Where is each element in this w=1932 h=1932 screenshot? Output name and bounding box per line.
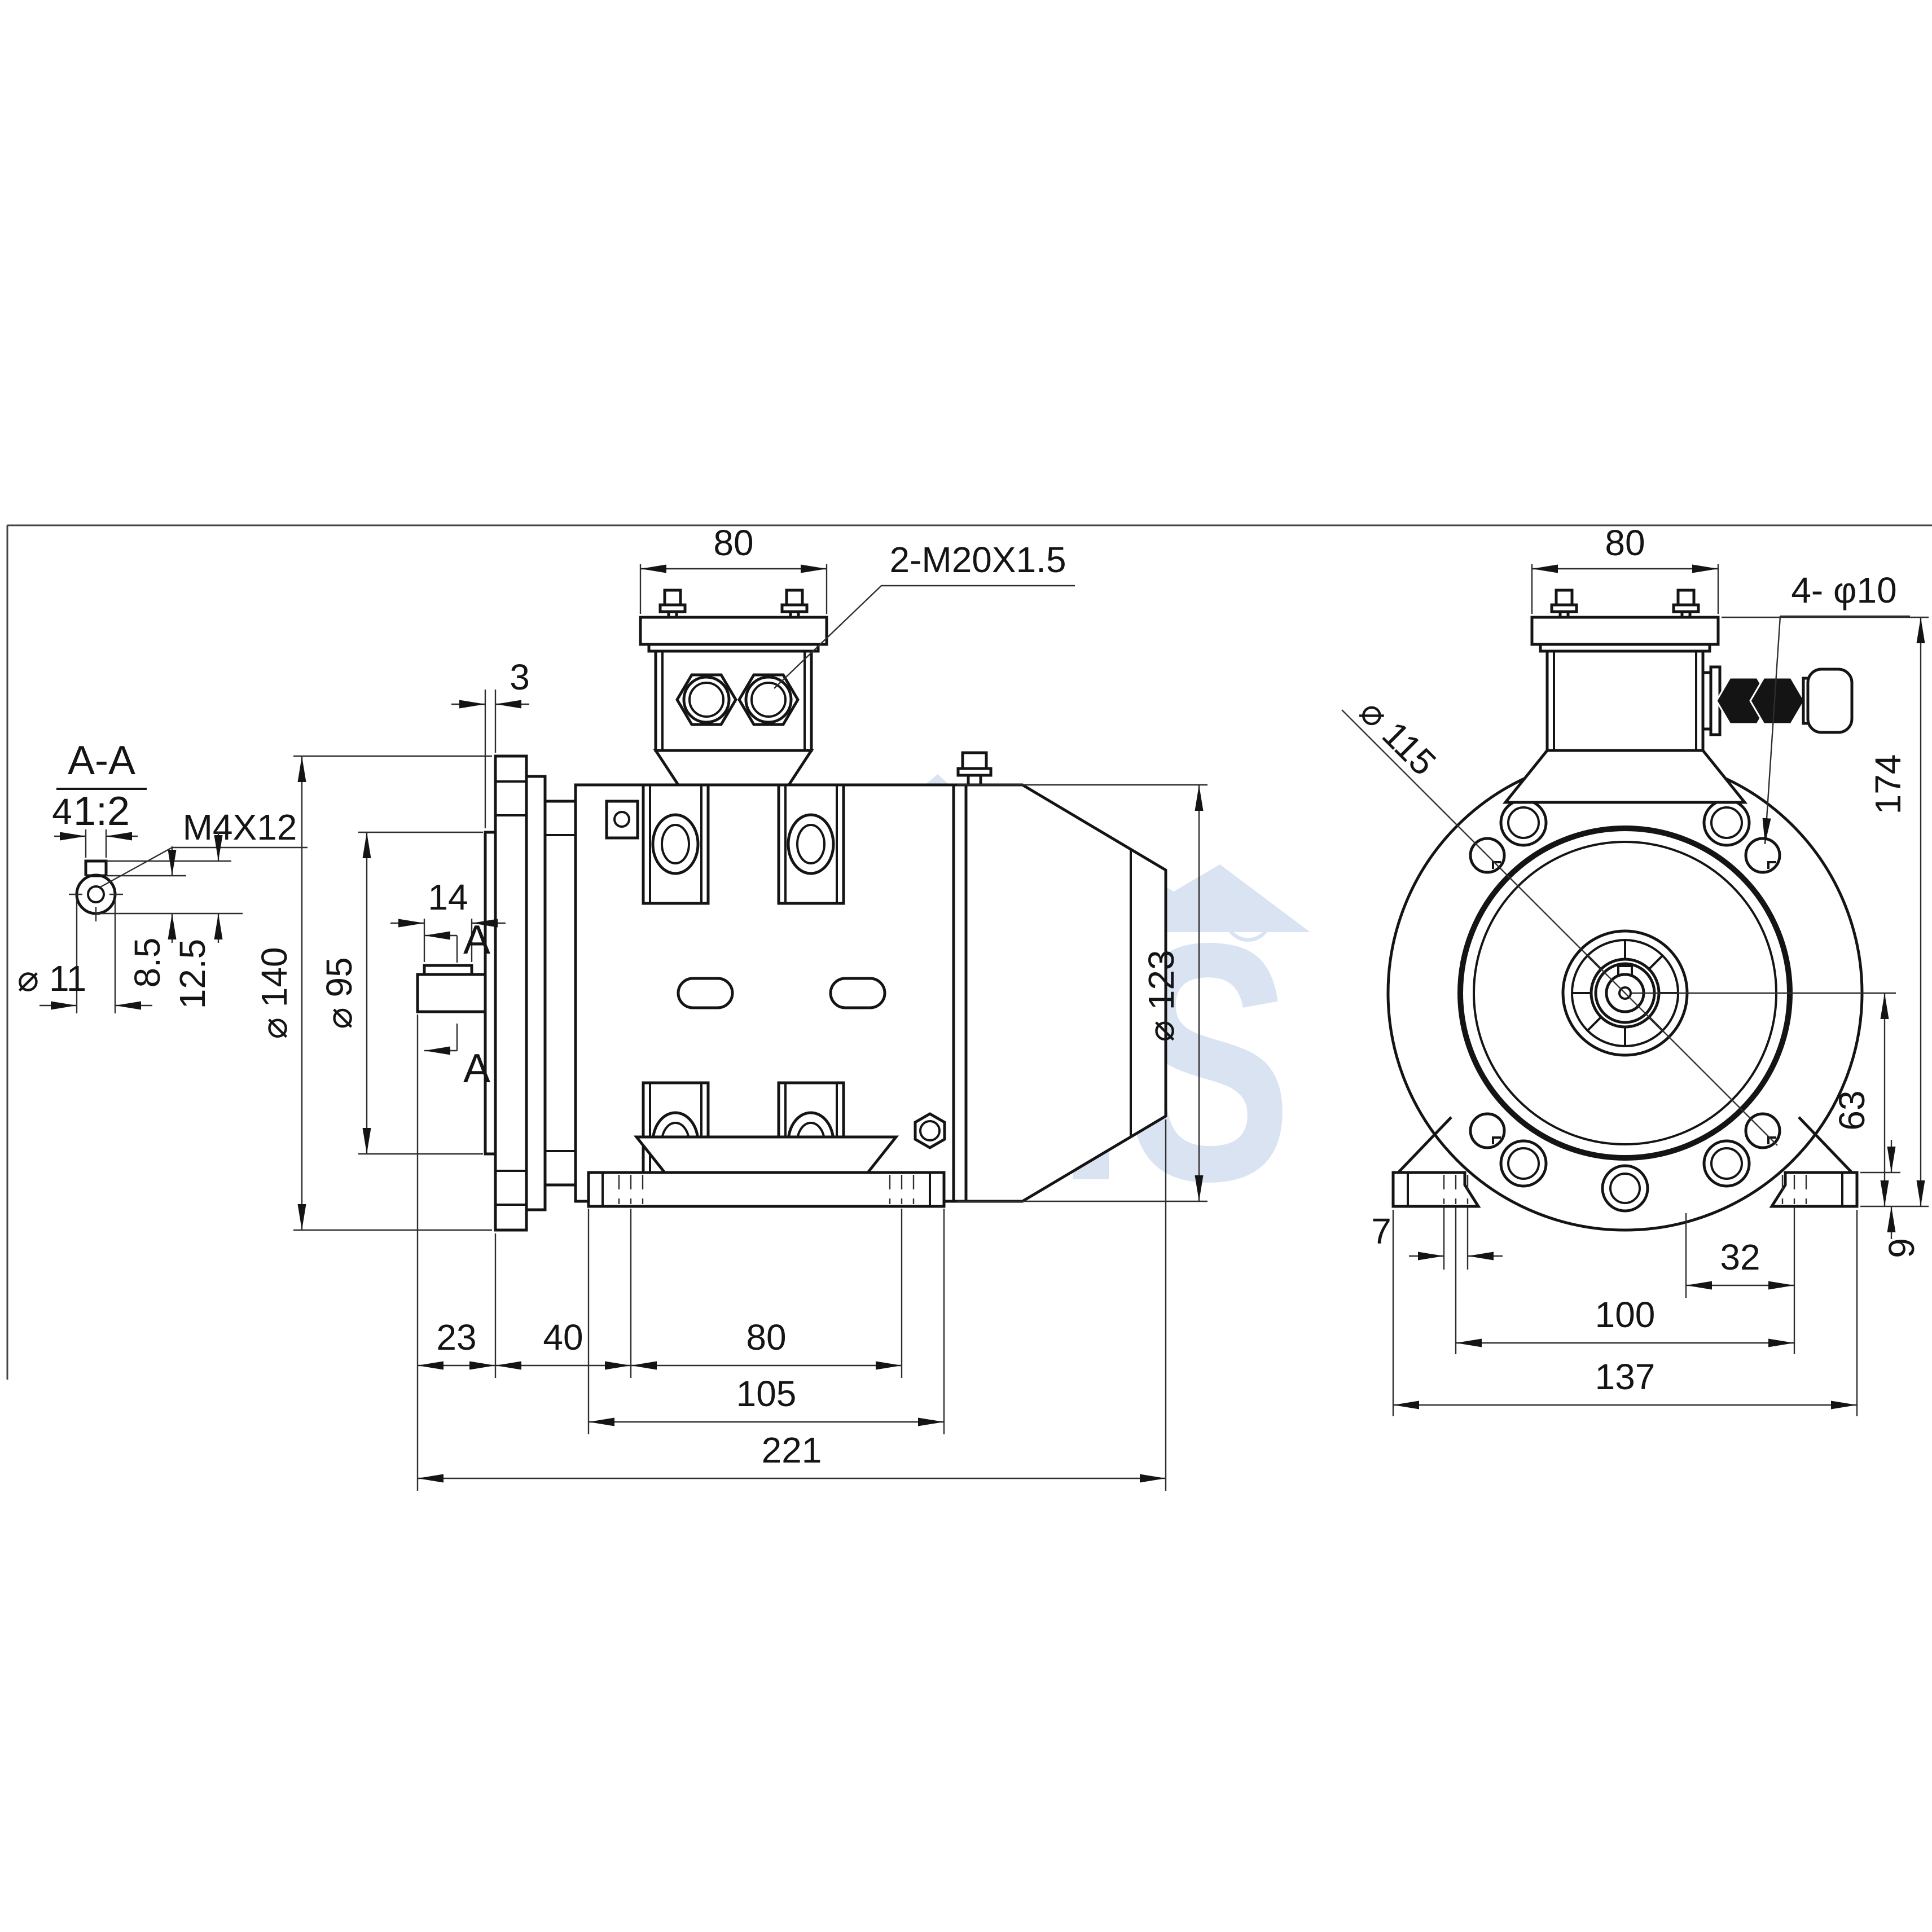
motor-body [574, 783, 955, 1203]
dim-flange-dia: ⌀ 140 [254, 947, 295, 1039]
cable-gland-hole-left [675, 673, 737, 726]
front-terminal-box [1502, 589, 1854, 804]
dim-key-height: 12.5 [172, 939, 213, 1009]
tie-rod-heads [1499, 798, 1751, 1213]
dim-key-length: 14 [428, 877, 468, 917]
dim-foot-length: 105 [736, 1373, 797, 1414]
front-dim-box-width: 80 [1605, 522, 1645, 563]
vent-bolt [956, 751, 993, 787]
mounting-feet [587, 1135, 946, 1208]
sheet-frame [6, 524, 1932, 1380]
dim-foot-holes: 80 [746, 1317, 786, 1358]
section-mark-upper: A [463, 917, 490, 963]
front-lid-bolt-right [1672, 589, 1700, 619]
dim-body-dia: ⌀ 123 [1141, 950, 1182, 1042]
lid-bolt-left [658, 589, 687, 619]
bearing-housing [543, 800, 577, 1187]
dim-hole-spacing: 100 [1595, 1294, 1656, 1335]
flange [494, 754, 528, 1232]
flange-spigot [484, 831, 497, 1156]
section-title: A-A [68, 738, 135, 783]
dim-foot-hole: 7 [1371, 1211, 1391, 1252]
dim-flat-depth: 8.5 [127, 938, 168, 988]
shaft-cross-section [69, 859, 123, 921]
section-mark-lower: A [463, 1046, 490, 1091]
dim-shaft-dia: ⌀ 11 [17, 958, 87, 999]
flange-step-ring [525, 775, 547, 1211]
dim-spigot-depth: 3 [510, 657, 530, 697]
eyebolt-pad [605, 800, 639, 840]
thread-label: M4X12 [183, 807, 297, 848]
shaft-keyway-notch [1617, 965, 1633, 976]
drain-plug [914, 1112, 946, 1149]
bolt-circle-label: ⌀ 115 [1352, 691, 1444, 783]
section-detail-a-a: A-A 1:2 M4X12 4 [17, 738, 308, 1013]
side-view-dimension-lines: 80 2-M20X1.5 3 ⌀ 140 ⌀ 95 14 A [254, 522, 1208, 1491]
terminal-box-lid [639, 616, 828, 646]
lid-bolt-right [780, 589, 809, 619]
dim-shaft-height: 63 [1832, 1090, 1872, 1130]
dim-foot-span: 137 [1595, 1356, 1656, 1397]
front-lid-bolt-left [1550, 589, 1578, 619]
body-slot-left [677, 977, 734, 1009]
watermark-registered-mark: ® [1223, 880, 1273, 956]
dim-key-width: 4 [52, 791, 72, 832]
center-hole [1618, 986, 1632, 1000]
body-slot-right [829, 977, 886, 1009]
front-feet [1391, 1116, 1859, 1208]
cable-gland-hole-right [737, 673, 800, 726]
dim-spigot-dia: ⌀ 95 [319, 957, 359, 1029]
dim-shaft-len: 23 [436, 1317, 476, 1358]
gland-label: 2-M20X1.5 [889, 539, 1066, 580]
dim-overall-length: 221 [762, 1430, 822, 1470]
drain-hole [1601, 1164, 1649, 1213]
front-view: 80 ⌀ 115 4- φ10 174 63 9 [1341, 522, 1929, 1416]
section-scale: 1:2 [73, 789, 130, 834]
dim-overall-height: 174 [1868, 754, 1908, 815]
side-view: 80 2-M20X1.5 3 ⌀ 140 ⌀ 95 14 A [254, 522, 1208, 1491]
cable-gland [1701, 665, 1854, 736]
foot-hole-hidden-lines [618, 1175, 915, 1204]
section-dimensions: M4X12 4 8.5 12.5 ⌀ 11 [17, 791, 308, 1013]
shaft-key [423, 964, 473, 976]
terminal-box [639, 589, 828, 787]
dim-box-width: 80 [713, 522, 753, 563]
dim-foot-slot: 32 [1720, 1237, 1760, 1277]
fan-cover [952, 751, 1167, 1203]
flange-holes-label: 4- φ10 [1791, 570, 1896, 611]
dim-face-to-hole: 40 [543, 1317, 583, 1358]
dim-foot-plate: 9 [1881, 1238, 1922, 1258]
shaft [416, 973, 497, 1013]
